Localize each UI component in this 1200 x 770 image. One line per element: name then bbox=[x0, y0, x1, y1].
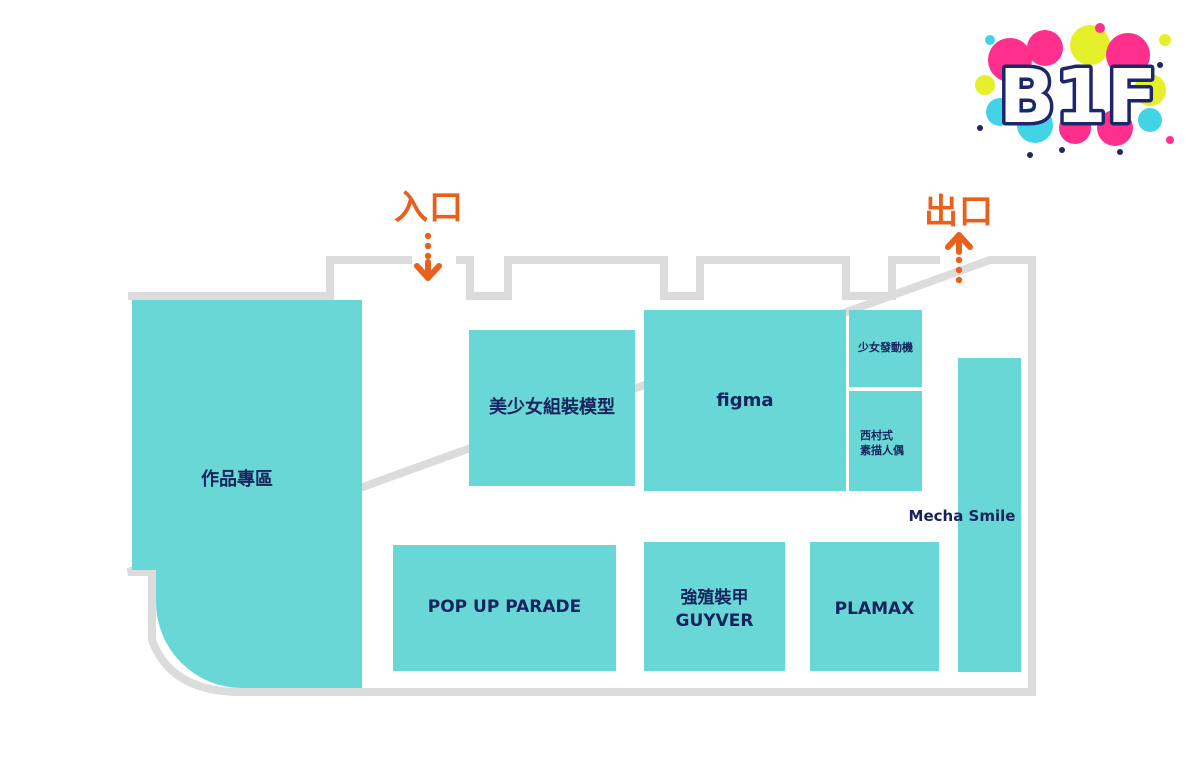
booth-shoujo-hatsudouki[interactable] bbox=[849, 310, 922, 387]
booth-label-figma: figma bbox=[716, 389, 774, 411]
booth-label-guyver: 強殖裝甲 GUYVER bbox=[675, 588, 754, 631]
booth-mecha-smile[interactable] bbox=[958, 358, 1021, 672]
booth-label-bishoujo-models: 美少女組裝模型 bbox=[489, 396, 615, 418]
floor-badge: B1F bbox=[999, 54, 1157, 140]
booth-pop-up-parade[interactable] bbox=[393, 545, 616, 671]
booth-label-pop-up-parade: POP UP PARADE bbox=[427, 596, 582, 617]
booth-guyver[interactable] bbox=[644, 542, 785, 671]
booth-label-mecha-smile: Mecha Smile bbox=[908, 506, 1016, 525]
booth-figma[interactable] bbox=[644, 310, 846, 491]
booth-label-nishimura-sketch-doll: 西村式 素描人偶 bbox=[860, 429, 904, 457]
floor-badge-splash bbox=[975, 23, 1174, 158]
booth-bishoujo-models[interactable] bbox=[469, 330, 635, 486]
booth-works-area-lower[interactable] bbox=[156, 566, 362, 688]
booth-label-works-area: 作品專區 bbox=[201, 468, 273, 490]
exit-label: 出口 bbox=[924, 192, 994, 232]
booth-plamax[interactable] bbox=[810, 542, 939, 671]
entrance-label: 入口 bbox=[394, 188, 464, 228]
booth-label-shoujo-hatsudouki: 少女發動機 bbox=[858, 341, 913, 355]
booth-label-plamax: PLAMAX bbox=[834, 598, 915, 619]
booth-nishimura-sketch-doll[interactable] bbox=[849, 391, 922, 491]
entrance-arrow-icon bbox=[414, 232, 442, 281]
booth-works-area[interactable] bbox=[132, 300, 362, 570]
floor-wall-outline bbox=[126, 256, 1036, 696]
exit-arrow-icon bbox=[945, 232, 973, 284]
